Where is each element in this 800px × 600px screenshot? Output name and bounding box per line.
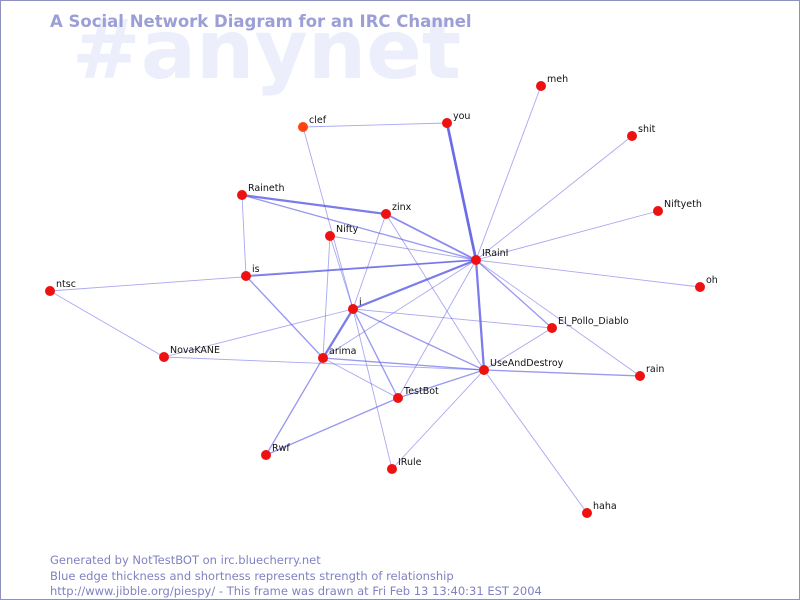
edge-IRainI-TestBot xyxy=(397,259,477,399)
edges-layer xyxy=(49,85,701,514)
edge-i-arima xyxy=(322,308,354,359)
edge-i-IRule xyxy=(352,308,393,470)
node-ntsc[interactable] xyxy=(45,286,55,296)
node-label-haha: haha xyxy=(593,501,617,512)
node-label-Rwf: Rwf xyxy=(272,443,290,454)
footer-generated-by: Generated by NotTestBOT on irc.bluecherr… xyxy=(50,553,321,567)
diagram-title: A Social Network Diagram for an IRC Chan… xyxy=(50,12,472,31)
edge-UseAndDestroy-haha xyxy=(483,369,588,514)
edge-IRainI-oh xyxy=(475,259,701,288)
node-you[interactable] xyxy=(442,118,452,128)
node-label-zinx: zinx xyxy=(392,202,412,213)
edge-IRainI-Nifty xyxy=(329,235,477,261)
node-label-i: i xyxy=(359,297,362,308)
node-label-TestBot: TestBot xyxy=(403,386,439,397)
edge-Nifty-arima xyxy=(322,235,331,359)
nodes-layer xyxy=(45,81,705,518)
edge-Raineth-IRainI xyxy=(241,194,477,261)
edge-arima-UseAndDestroy xyxy=(322,357,485,371)
edge-i-El_Pollo_Diablo xyxy=(352,308,553,329)
edge-i-UseAndDestroy xyxy=(352,308,485,371)
node-label-meh: meh xyxy=(547,74,568,85)
node-Rwf[interactable] xyxy=(261,450,271,460)
node-label-Raineth: Raineth xyxy=(248,183,284,194)
edge-i-TestBot xyxy=(352,308,399,399)
node-NovaKANE[interactable] xyxy=(159,352,169,362)
node-clef[interactable] xyxy=(298,122,308,132)
node-arima[interactable] xyxy=(318,353,328,363)
node-label-rain: rain xyxy=(646,364,664,375)
edge-IRainI-you xyxy=(445,122,478,261)
node-rain[interactable] xyxy=(635,371,645,381)
edge-IRainI-UseAndDestroy xyxy=(474,259,486,371)
node-Nifty[interactable] xyxy=(325,231,335,241)
edge-IRainI-i xyxy=(352,258,477,311)
node-shit[interactable] xyxy=(627,131,637,141)
edge-clef-i xyxy=(302,126,354,310)
edge-zinx-UseAndDestroy xyxy=(385,213,485,371)
edge-arima-TestBot xyxy=(322,357,399,399)
edge-i-NovaKANE xyxy=(163,308,354,358)
node-Raineth[interactable] xyxy=(237,190,247,200)
node-TestBot[interactable] xyxy=(393,393,403,403)
edge-IRainI-ntsc xyxy=(49,259,477,292)
channel-watermark: #anynet xyxy=(72,3,461,98)
node-IRule[interactable] xyxy=(387,464,397,474)
node-UseAndDestroy[interactable] xyxy=(479,365,489,375)
node-i[interactable] xyxy=(348,304,358,314)
edge-clef-you xyxy=(302,122,448,128)
edge-UseAndDestroy-El_Pollo_Diablo xyxy=(483,327,553,371)
node-El_Pollo_Diablo[interactable] xyxy=(547,323,557,333)
node-label-clef: clef xyxy=(309,115,327,126)
edge-IRainI-zinx xyxy=(385,213,477,261)
node-label-IRule: IRule xyxy=(398,457,422,468)
node-label-UseAndDestroy: UseAndDestroy xyxy=(490,358,564,369)
node-zinx[interactable] xyxy=(381,209,391,219)
node-haha[interactable] xyxy=(582,508,592,518)
node-label-arima: arima xyxy=(329,346,356,357)
edge-IRainI-arima xyxy=(322,259,477,359)
node-Niftyeth[interactable] xyxy=(653,206,663,216)
edge-Nifty-i xyxy=(329,235,354,310)
node-is[interactable] xyxy=(241,271,251,281)
edge-is-arima xyxy=(245,275,324,359)
edge-TestBot-Rwf xyxy=(265,397,399,456)
edge-UseAndDestroy-IRule xyxy=(391,369,485,470)
footer-legend-note: Blue edge thickness and shortness repres… xyxy=(50,569,454,583)
edge-UseAndDestroy-TestBot xyxy=(397,369,485,399)
edge-arima-Rwf xyxy=(265,357,324,456)
edge-zinx-i xyxy=(352,213,387,310)
node-label-is: is xyxy=(252,264,260,275)
node-label-El_Pollo_Diablo: El_Pollo_Diablo xyxy=(558,316,629,327)
edge-UseAndDestroy-rain xyxy=(483,369,641,377)
node-label-Niftyeth: Niftyeth xyxy=(664,199,702,210)
node-label-oh: oh xyxy=(706,275,718,286)
node-label-shit: shit xyxy=(638,124,656,135)
node-label-Nifty: Nifty xyxy=(336,224,359,235)
edge-Raineth-zinx xyxy=(241,193,387,216)
edge-IRainI-shit xyxy=(475,135,633,261)
node-label-ntsc: ntsc xyxy=(56,279,76,290)
node-label-you: you xyxy=(453,111,470,122)
edge-IRainI-meh xyxy=(475,85,542,261)
edge-Raineth-is xyxy=(241,194,247,277)
node-meh[interactable] xyxy=(536,81,546,91)
node-label-NovaKANE: NovaKANE xyxy=(170,345,220,356)
edge-ntsc-NovaKANE xyxy=(49,290,165,358)
edge-IRainI-Niftyeth xyxy=(475,210,659,261)
edge-NovaKANE-UseAndDestroy xyxy=(163,356,485,371)
edge-IRainI-El_Pollo_Diablo xyxy=(475,259,553,329)
node-oh[interactable] xyxy=(695,282,705,292)
node-IRainI[interactable] xyxy=(471,255,481,265)
footer-url-timestamp: http://www.jibble.org/piespy/ - This fra… xyxy=(50,584,542,598)
node-label-IRainI: IRainI xyxy=(482,248,508,259)
edge-IRainI-rain xyxy=(475,259,641,377)
